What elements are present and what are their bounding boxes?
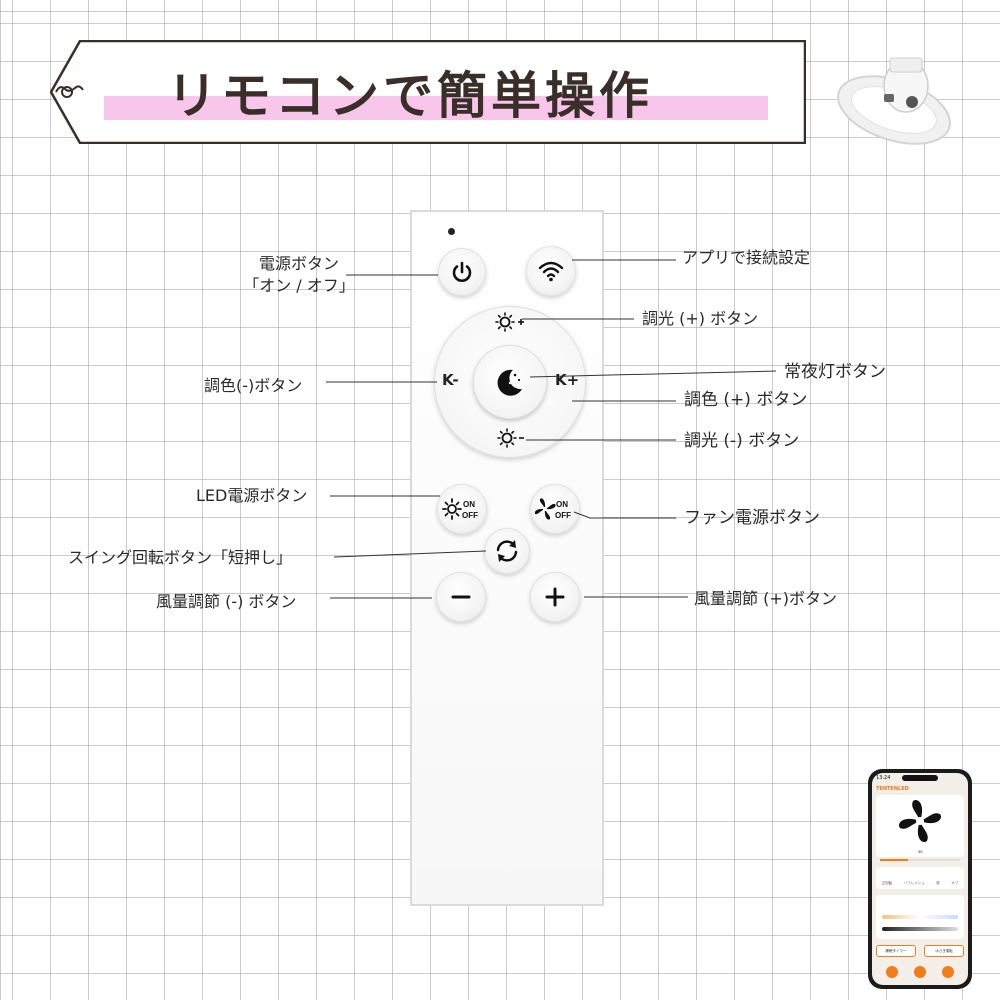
- phone-direction-button[interactable]: ゆらぎ運転: [924, 945, 964, 957]
- fan-speed-minus-button[interactable]: [436, 572, 486, 622]
- phone-fan-icon: 35: [898, 799, 942, 854]
- phone-mode-2[interactable]: 風: [936, 881, 940, 885]
- phone-speed-value: 35: [918, 849, 923, 854]
- led-on-off-icon: ON OFF: [442, 498, 478, 520]
- smartphone-screen: 13:24 TENTENLED 35 正回転 リフレッシュ 風 オフ 睡眠タイマ…: [872, 773, 968, 985]
- brightness-minus-key[interactable]: [494, 426, 528, 450]
- sun-plus-icon: [495, 312, 524, 332]
- sun-minus-icon: [497, 428, 524, 448]
- swing-label: スイング回転ボタン「短押し」: [68, 548, 293, 567]
- phone-time: 13:24: [876, 775, 891, 781]
- led-power-label: LED電源ボタン: [196, 486, 308, 505]
- fan-speed-plus-label: 風量調節 (+)ボタン: [694, 589, 837, 608]
- fan-on-text: ON: [556, 500, 568, 509]
- phone-color-slider[interactable]: [882, 915, 958, 919]
- brightness-plus-key[interactable]: [492, 310, 528, 334]
- phone-power-tab[interactable]: [914, 966, 926, 978]
- fan-power-label: ファン電源ボタン: [684, 508, 820, 528]
- ir-emitter-dot: [448, 228, 455, 235]
- fan-on-off-icon: ON OFF: [535, 498, 571, 520]
- fan-power-button[interactable]: ON OFF: [530, 484, 580, 534]
- fan-speed-minus-label: 風量調節 (-) ボタン: [156, 592, 297, 611]
- power-label-line2: 「オン / オフ」: [243, 276, 355, 295]
- phone-mode-0[interactable]: 正回転: [881, 881, 893, 885]
- phone-notch: [902, 775, 938, 781]
- fan-speed-plus-button[interactable]: [530, 572, 580, 622]
- led-power-button[interactable]: ON OFF: [437, 484, 487, 534]
- minus-icon: [451, 595, 471, 599]
- phone-fan-panel: 35: [876, 795, 964, 857]
- moon-stars-icon: [497, 369, 522, 396]
- phone-speed-fill: [880, 859, 908, 861]
- night-light-button[interactable]: [473, 345, 547, 419]
- color-minus-label: 調色(-)ボタン: [204, 376, 303, 395]
- color-minus-key[interactable]: K-: [442, 371, 459, 389]
- wifi-icon: [538, 261, 564, 282]
- color-plus-key[interactable]: K+: [555, 371, 580, 389]
- phone-mode-3[interactable]: オフ: [951, 881, 959, 885]
- night-light-label: 常夜灯ボタン: [784, 362, 886, 382]
- ceiling-fan-image: [837, 57, 951, 145]
- brightness-minus-label: 調光 (-) ボタン: [684, 431, 800, 451]
- app-setup-label: アプリで接続設定: [682, 248, 811, 267]
- rotate-arrows-icon: [496, 540, 518, 562]
- title-highlight: [104, 96, 768, 120]
- power-icon: [452, 261, 472, 282]
- phone-light-tab[interactable]: [886, 966, 898, 978]
- power-button[interactable]: [438, 248, 486, 296]
- phone-speed-track: [880, 859, 960, 861]
- fan-off-text: OFF: [555, 511, 571, 520]
- app-pairing-button[interactable]: [526, 246, 576, 296]
- plus-icon: [545, 587, 565, 607]
- color-plus-label: 調色 (+) ボタン: [684, 390, 808, 410]
- brightness-plus-label: 調光 (+) ボタン: [642, 309, 759, 328]
- phone-light-panel: [876, 895, 964, 939]
- power-label-line1: 電源ボタン: [258, 254, 339, 273]
- led-off-text: OFF: [462, 511, 478, 520]
- phone-brand: TENTENLED: [876, 786, 909, 792]
- phone-brightness-slider[interactable]: [882, 927, 958, 931]
- phone-timer-button[interactable]: 睡眠タイマー: [876, 945, 916, 957]
- swing-button[interactable]: [484, 528, 530, 574]
- led-on-text: ON: [463, 500, 475, 509]
- page-title: リモコンで簡単操作: [167, 67, 653, 125]
- phone-mode-row: 正回転 リフレッシュ 風 オフ: [876, 867, 964, 889]
- phone-fan-tab[interactable]: [942, 966, 954, 978]
- phone-mode-1[interactable]: リフレッシュ: [903, 881, 925, 885]
